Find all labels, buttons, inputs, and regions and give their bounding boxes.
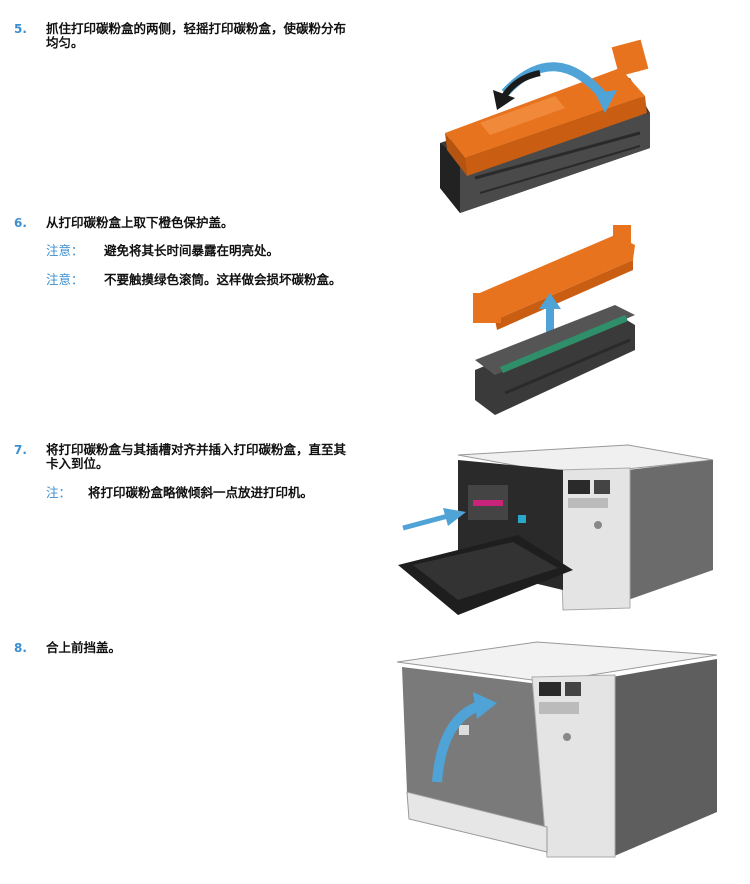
figure-close-front-door — [397, 637, 717, 867]
step-text: 抓住打印碳粉盒的两侧，轻摇打印碳粉盒，使碳粉分布均匀。 — [46, 21, 347, 50]
note-1: 注意： 避免将其长时间暴露在明亮处。 — [46, 244, 356, 258]
note-label: 注意： — [46, 243, 84, 258]
note-text: 将打印碳粉盒略微倾斜一点放进打印机。 — [88, 485, 314, 500]
step-text: 从打印碳粉盒上取下橙色保护盖。 — [46, 215, 234, 230]
note-1: 注： 将打印碳粉盒略微倾斜一点放进打印机。 — [46, 486, 356, 500]
figure-shake-cartridge — [425, 38, 665, 213]
note-text: 避免将其长时间暴露在明亮处。 — [104, 243, 280, 258]
note-label: 注意： — [46, 272, 84, 287]
figure-remove-orange-cover — [465, 215, 645, 425]
step-number: 7. — [14, 443, 27, 457]
figure-insert-cartridge — [398, 440, 718, 615]
note-2: 注意： 不要触摸绿色滚筒。这样做会损坏碳粉盒。 — [46, 273, 346, 287]
step-number: 6. — [14, 216, 27, 230]
step-number: 8. — [14, 641, 27, 655]
note-text: 不要触摸绿色滚筒。这样做会损坏碳粉盒。 — [104, 272, 342, 287]
note-label: 注： — [46, 485, 72, 500]
step-text: 合上前挡盖。 — [46, 640, 122, 655]
step-text: 将打印碳粉盒与其插槽对齐并插入打印碳粉盒，直至其卡入到位。 — [46, 442, 347, 471]
step-number: 5. — [14, 22, 27, 36]
